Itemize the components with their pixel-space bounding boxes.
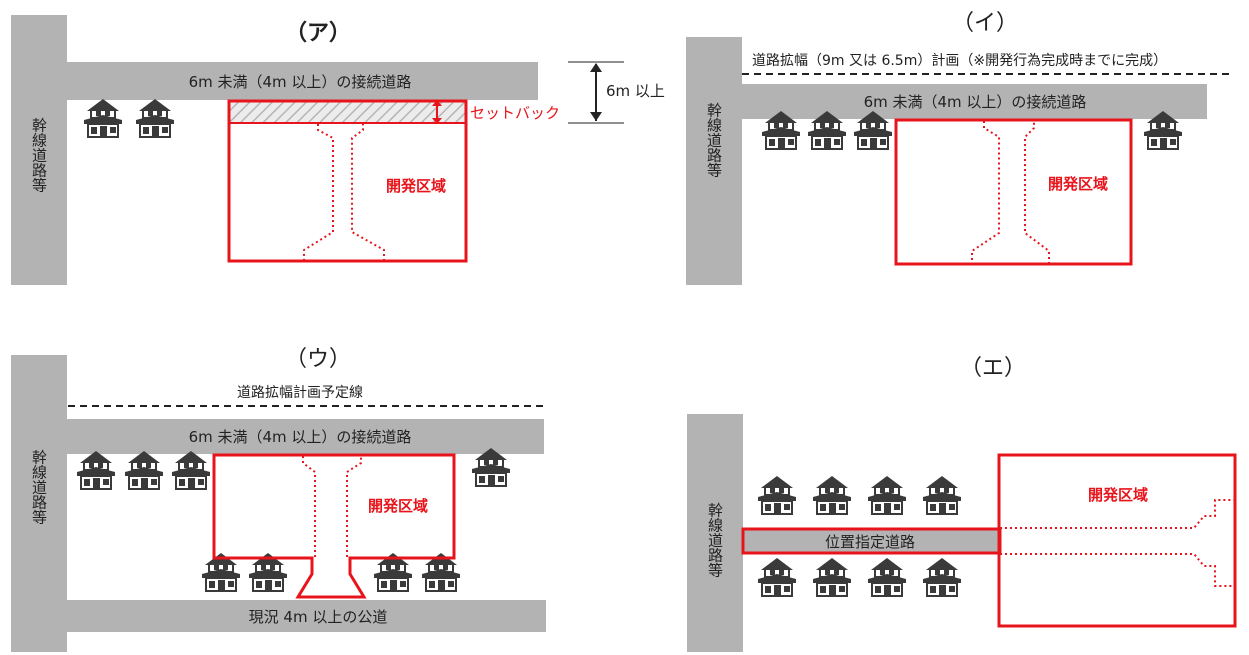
house-icon [867,557,907,597]
plan-line-label-u: 道路拡幅計画予定線 [237,385,363,401]
dev-road-dotted-a [303,124,385,261]
house-icon [812,557,852,597]
house-icon [135,98,175,138]
dev-area-boundary-e [997,453,1237,628]
connecting-road-label-i: 6m 未満（4m 以上）の接続道路 [864,93,1087,111]
public-road-label-u: 現況 4m 以上の公道 [249,608,388,626]
house-icon [757,475,797,515]
public-road-u [67,600,546,632]
panel-title-a: （ア） [285,21,351,46]
dev-road-dotted-i [971,121,1050,264]
dev-area-boundary-i [894,118,1133,266]
connecting-road-label-u: 6m 未満（4m 以上）の接続道路 [189,428,412,446]
panel-u: 幹線道路等 （ウ） 道路拡幅計画予定線 6m 未満（4m 以上）の接続道路 現況… [11,347,546,652]
panel-title-u: （ウ） [285,347,351,372]
house-icon [922,475,962,515]
trunk-road-label-a: 幹線道路等 [30,117,48,193]
designated-road-label: 位置指定道路 [825,533,915,551]
connecting-road-label-a: 6m 未満（4m 以上）の接続道路 [189,73,412,91]
trunk-road-label-i: 幹線道路等 [705,102,723,178]
trunk-road-a [11,15,67,285]
panel-a: 幹線道路等 6m 未満（4m 以上）の接続道路 （ア） 開発区域 セットバック … [11,15,665,285]
trunk-road-e [687,414,743,652]
setback-label: セットバック [470,104,560,122]
house-icon [76,450,116,490]
plan-line-label-i: 道路拡幅（9m 又は 6.5m）計画（※開発行為完成時までに完成） [752,53,1167,69]
dev-area-label-e: 開発区域 [1088,486,1148,504]
trunk-road-i [686,37,742,285]
house-icon [83,98,123,138]
house-icon [922,557,962,597]
dev-area-boundary-a [227,99,468,263]
panel-title-i: （イ） [952,11,1018,36]
dev-area-boundary-u [212,453,456,599]
house-icon [867,475,907,515]
connecting-road-u [67,419,544,454]
dimension-label: 6m 以上 [606,82,665,100]
setback-strip [229,101,466,123]
panel-e: 幹線道路等 （エ） 位置指定道路 開発区域 [687,356,1237,652]
panel-title-e: （エ） [960,356,1026,381]
dev-road-dotted-u [302,456,362,557]
house-icon [124,450,164,490]
connecting-road-a [67,62,538,100]
trunk-road-u [11,355,67,652]
panel-i: 幹線道路等 （イ） 道路拡幅（9m 又は 6.5m）計画（※開発行為完成時までに… [686,11,1234,285]
dev-area-label-u: 開発区域 [368,497,428,515]
house-icon [757,557,797,597]
connecting-road-i [742,84,1207,119]
dev-road-dotted-e [1000,499,1234,587]
house-icon [171,450,211,490]
dev-area-label-i: 開発区域 [1048,175,1108,193]
dev-area-label-a: 開発区域 [386,177,446,195]
trunk-road-label-u: 幹線道路等 [30,449,48,525]
house-icon [812,475,852,515]
trunk-road-label-e: 幹線道路等 [706,502,724,578]
